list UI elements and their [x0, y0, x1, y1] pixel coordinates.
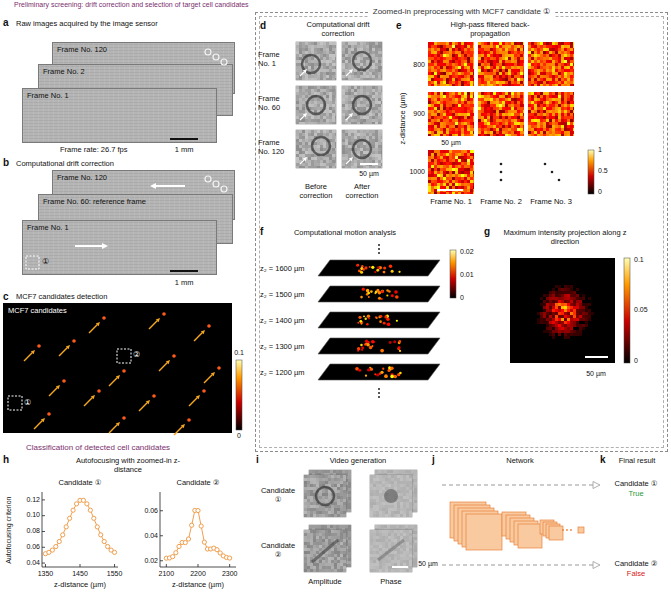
colorbar	[236, 360, 242, 430]
